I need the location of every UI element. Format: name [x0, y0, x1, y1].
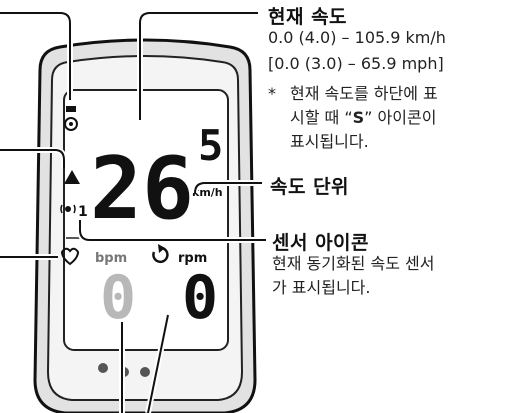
device-button-1[interactable] — [98, 363, 108, 373]
s-icon-label: S — [352, 108, 365, 127]
current-speed-note-line3: 표시됩니다. — [290, 132, 369, 151]
speed-sensor-icon — [64, 106, 78, 131]
sensor-signal-icon — [60, 204, 76, 214]
lcd-screen — [63, 89, 229, 351]
current-speed-note-line1: 현재 속도를 하단에 표 — [290, 84, 438, 103]
heart-icon — [60, 247, 80, 266]
speed-decimal-digit: 5 — [198, 121, 223, 170]
sensor-icon-desc-line2: 가 표시됩니다. — [272, 278, 371, 297]
cadence-icon — [152, 244, 169, 263]
current-speed-title: 현재 속도 — [268, 6, 348, 28]
cadence-value: 0 — [182, 263, 218, 333]
cadence-unit: rpm — [178, 251, 207, 266]
current-speed-range-kmh: 0.0 (4.0) – 105.9 km/h — [268, 28, 446, 47]
current-speed-range-mph: [0.0 (3.0) – 65.9 mph] — [268, 54, 444, 73]
up-arrow-icon — [64, 170, 80, 184]
device-button-3[interactable] — [140, 367, 150, 377]
sensor-icon-title: 센서 아이콘 — [272, 232, 370, 254]
sensor-icon-desc-line1: 현재 동기화된 속도 센서 — [272, 254, 435, 273]
current-speed-note-line2: 시할 때 “S” 아이콘이 — [290, 108, 436, 128]
speed-main-digits: 26 — [90, 139, 194, 239]
heart-rate-value: 0 — [100, 263, 136, 333]
current-speed-note-bullet: * — [268, 84, 276, 103]
sensor-number: 1 — [78, 204, 88, 220]
speed-unit-title: 속도 단위 — [270, 176, 350, 198]
heart-rate-unit: bpm — [95, 251, 127, 266]
note-line2-post: ” 아이콘이 — [364, 108, 437, 127]
callout-lines — [0, 10, 266, 413]
note-line2-pre: 시할 때 “ — [290, 108, 353, 127]
speed-unit-label: km/h — [192, 186, 223, 199]
